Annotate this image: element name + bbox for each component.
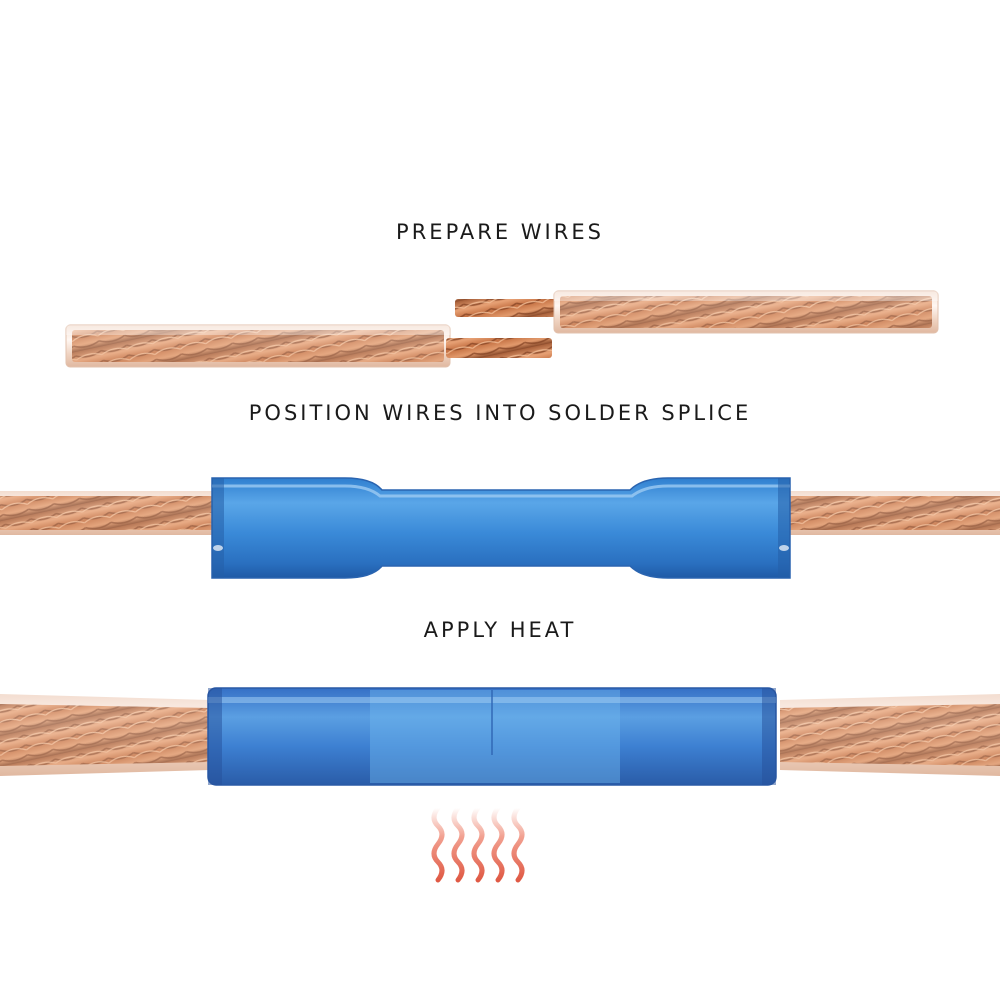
step-label-prepare-wires: PREPARE WIRES — [396, 220, 604, 244]
right-wire — [455, 290, 939, 334]
shrunk-splice — [207, 687, 777, 786]
prepared-wires — [65, 290, 939, 368]
positioned-wires — [0, 477, 1000, 579]
solder-splice — [211, 477, 791, 579]
heated-splice-assembly — [0, 687, 1000, 883]
step-label-apply-heat: APPLY HEAT — [423, 618, 577, 642]
step-label-position-wires: POSITION WIRES INTO SOLDER SPLICE — [248, 401, 752, 425]
exposed-copper-right — [455, 299, 559, 317]
heat-waves-icon — [431, 805, 525, 883]
exposed-copper-left — [446, 338, 552, 358]
left-wire — [65, 324, 552, 368]
